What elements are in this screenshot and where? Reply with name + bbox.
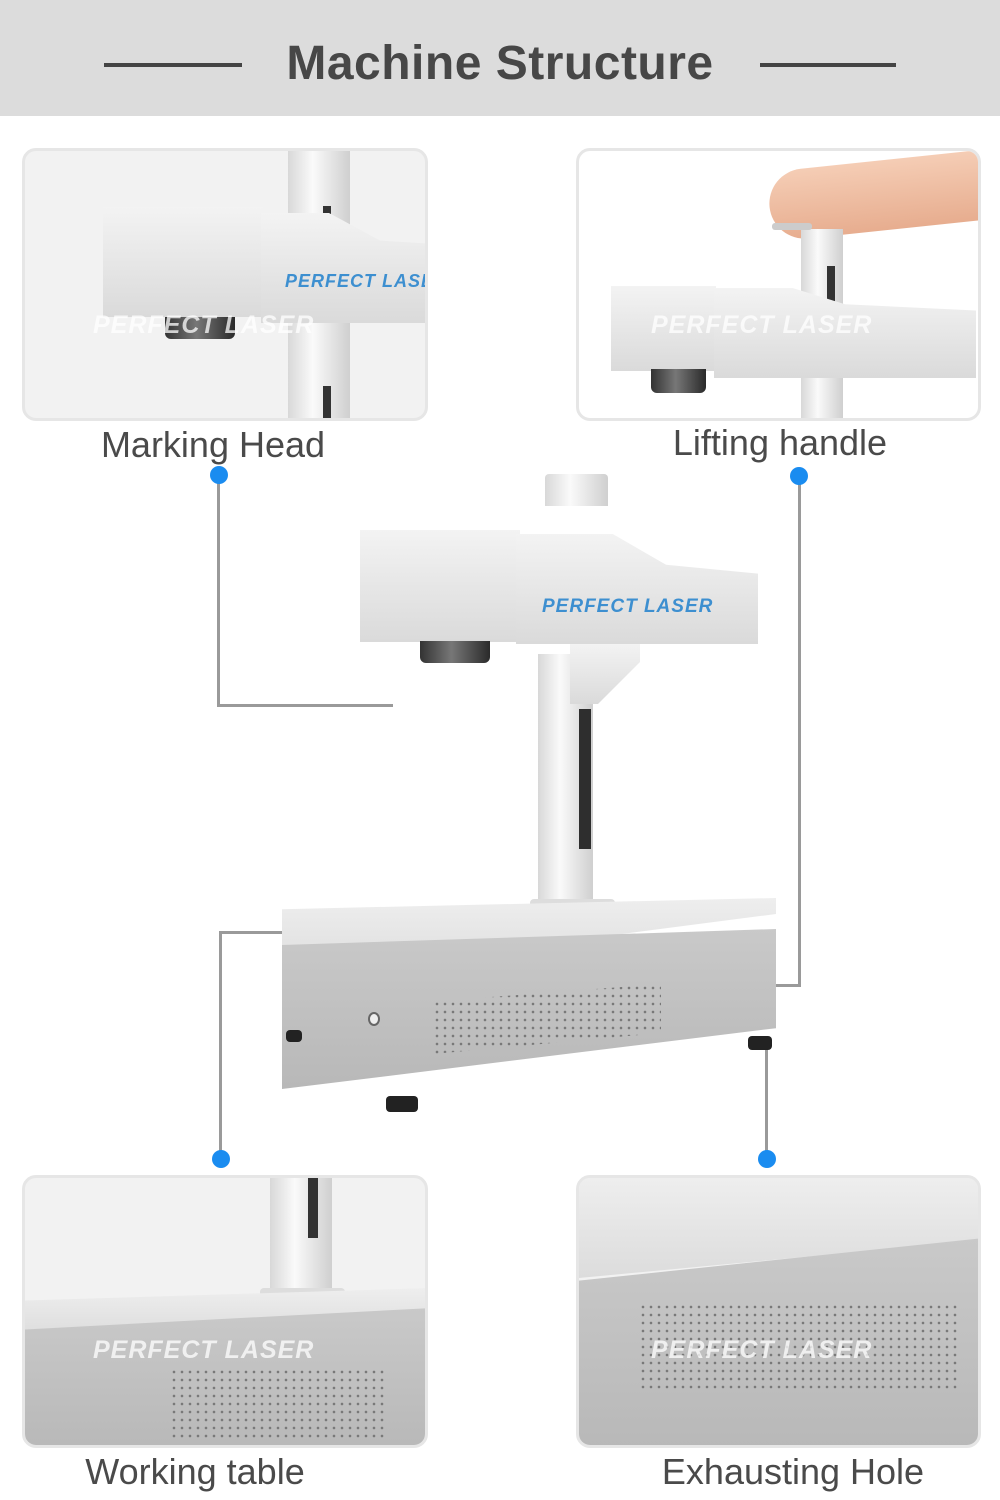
marker-dot	[758, 1150, 776, 1168]
connector-line	[219, 931, 222, 1159]
part-label-working-table: Working table	[85, 1451, 305, 1492]
working-table-panel: PERFECT LASER	[22, 1175, 428, 1448]
marking-head-image	[103, 207, 263, 317]
handle-image	[772, 223, 812, 230]
marker-dot	[790, 467, 808, 485]
title-divider-right	[760, 63, 896, 67]
lifting-handle-panel: PERFECT LASER	[576, 148, 981, 421]
header-banner	[0, 0, 1000, 116]
laser-machine-image: PERFECT LASER	[280, 474, 780, 1114]
marking-head-panel: PERFECT LASER PERFECT LASER	[22, 148, 428, 421]
part-label-marking-head: Marking Head	[100, 424, 326, 465]
watermark: PERFECT LASER	[93, 1336, 315, 1364]
page-title: Machine Structure	[286, 37, 714, 90]
marker-dot	[210, 466, 228, 484]
connector-line	[798, 476, 801, 987]
exhausting-hole-panel: PERFECT LASER	[576, 1175, 981, 1448]
brand-logo: PERFECT LASER	[285, 271, 425, 291]
brand-logo: PERFECT LASER	[542, 596, 714, 617]
part-label-exhausting-hole: Exhausting Hole	[661, 1451, 925, 1492]
marker-dot	[212, 1150, 230, 1168]
connector-line	[765, 1045, 768, 1159]
connector-line	[217, 704, 393, 707]
part-label-lifting-handle: Lifting handle	[672, 422, 888, 463]
watermark: PERFECT LASER	[93, 311, 315, 339]
title-divider-left	[104, 63, 242, 67]
marking-head	[360, 530, 520, 642]
connector-line	[217, 475, 220, 707]
watermark: PERFECT LASER	[651, 1336, 873, 1364]
watermark: PERFECT LASER	[651, 311, 873, 339]
lens-image	[165, 317, 235, 339]
